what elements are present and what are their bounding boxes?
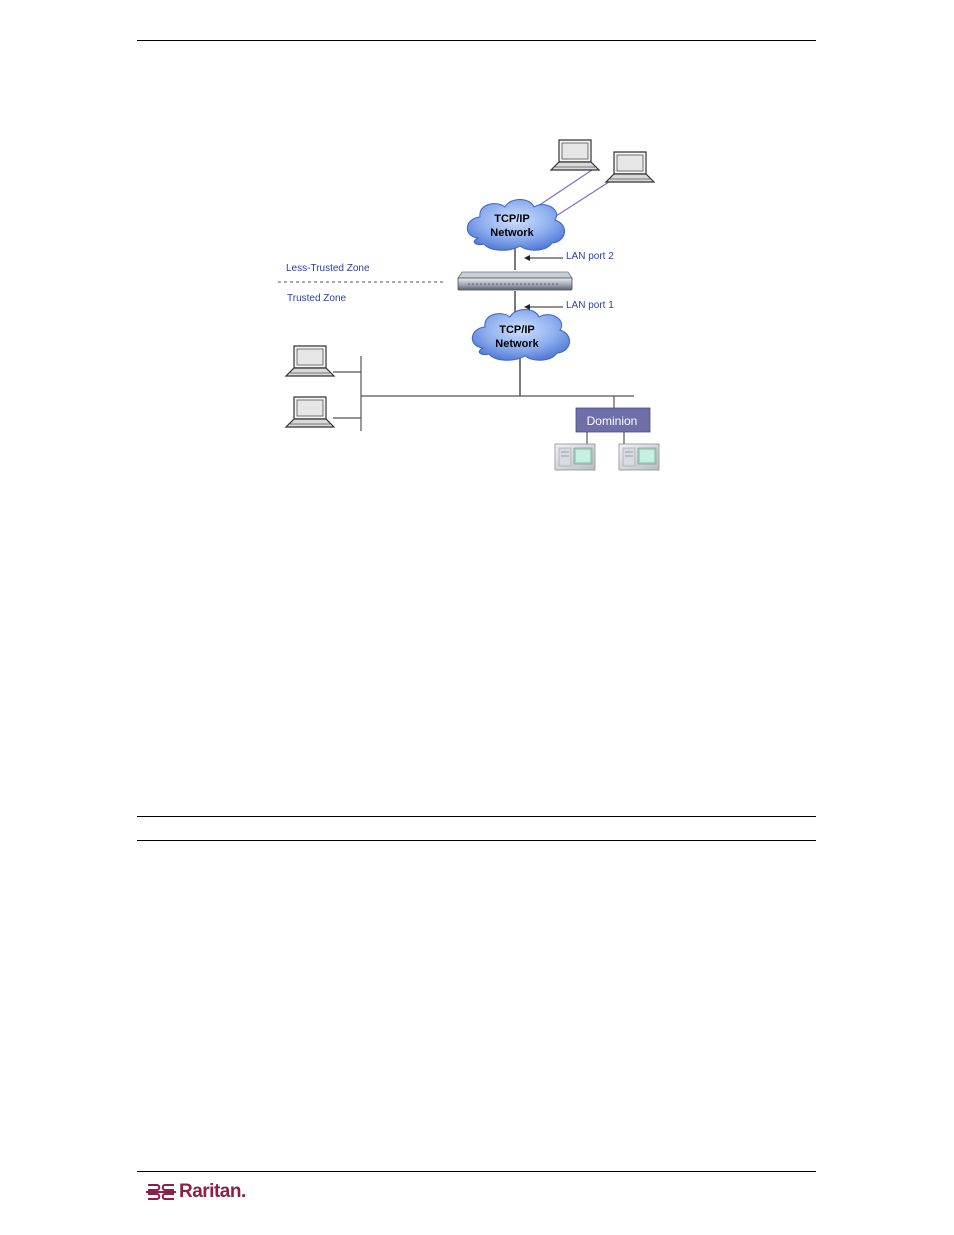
server-icon [555,444,595,470]
footer-rule [137,1171,816,1172]
dominion-box: Dominion [576,408,650,432]
tcp-ip-network-cloud-upper: TCP/IP Network [467,200,564,251]
raritan-logo-text: Raritan. [179,1180,246,1204]
local-laptop-icon [286,397,334,427]
trusted-zone-label: Trusted Zone [287,293,347,304]
tcp-ip-network-cloud-lower: TCP/IP Network [472,310,569,361]
cloud-label-line2: Network [495,338,539,350]
dominion-label: Dominion [587,414,638,428]
section-rule-bottom [137,840,816,841]
remote-laptop-icon [606,152,654,182]
lan-port-1-callout: LAN port 1 [524,300,614,311]
raritan-logo-mark-icon [146,1182,176,1202]
cloud-label-line1: TCP/IP [494,213,529,225]
raritan-logo: Raritan. [146,1180,246,1204]
section-rule-top [137,816,816,817]
server-icon [619,444,659,470]
lan-port-1-label: LAN port 1 [566,300,614,311]
less-trusted-zone-label: Less-Trusted Zone [286,263,370,274]
remote-laptop-icon [551,140,599,170]
appliance-device-icon [458,272,572,290]
lan-port-2-label: LAN port 2 [566,251,614,262]
lan-port-2-callout: LAN port 2 [524,251,614,262]
cloud-label-line1: TCP/IP [499,324,534,336]
cloud-label-line2: Network [490,227,534,239]
local-laptop-icon [286,346,334,376]
